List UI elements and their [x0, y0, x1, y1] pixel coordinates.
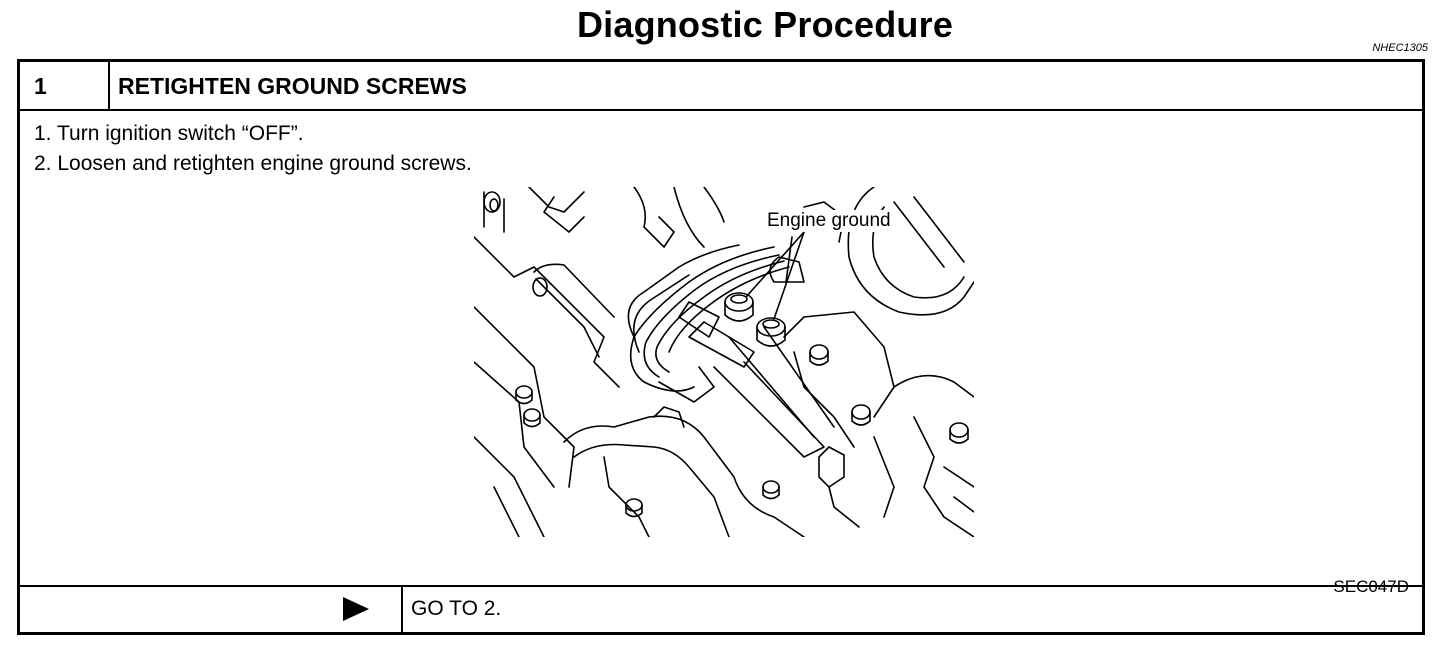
- header-divider: [108, 62, 110, 109]
- engine-ground-illustration: [474, 187, 974, 537]
- result-row: GO TO 2.: [20, 585, 1422, 632]
- step-title: RETIGHTEN GROUND SCREWS: [118, 73, 467, 99]
- result-divider: [401, 587, 403, 632]
- procedure-table: 1 RETIGHTEN GROUND SCREWS 1. Turn igniti…: [17, 59, 1425, 635]
- reference-code: NHEC1305: [1372, 42, 1428, 54]
- instruction-item: 1. Turn ignition switch “OFF”.: [34, 122, 304, 145]
- page-title: Diagnostic Procedure: [576, 4, 954, 45]
- instruction-item: 2. Loosen and retighten engine ground sc…: [34, 152, 472, 175]
- goto-next-step[interactable]: GO TO 2.: [411, 597, 502, 620]
- step-header-row: 1 RETIGHTEN GROUND SCREWS: [20, 62, 1422, 111]
- engine-ground-callout: Engine ground: [765, 210, 893, 232]
- step-number: 1: [34, 73, 47, 99]
- right-triangle-icon: [343, 597, 369, 621]
- step-body: 1. Turn ignition switch “OFF”. 2. Loosen…: [20, 111, 1422, 596]
- instruction-list: 1. Turn ignition switch “OFF”. 2. Loosen…: [34, 119, 472, 179]
